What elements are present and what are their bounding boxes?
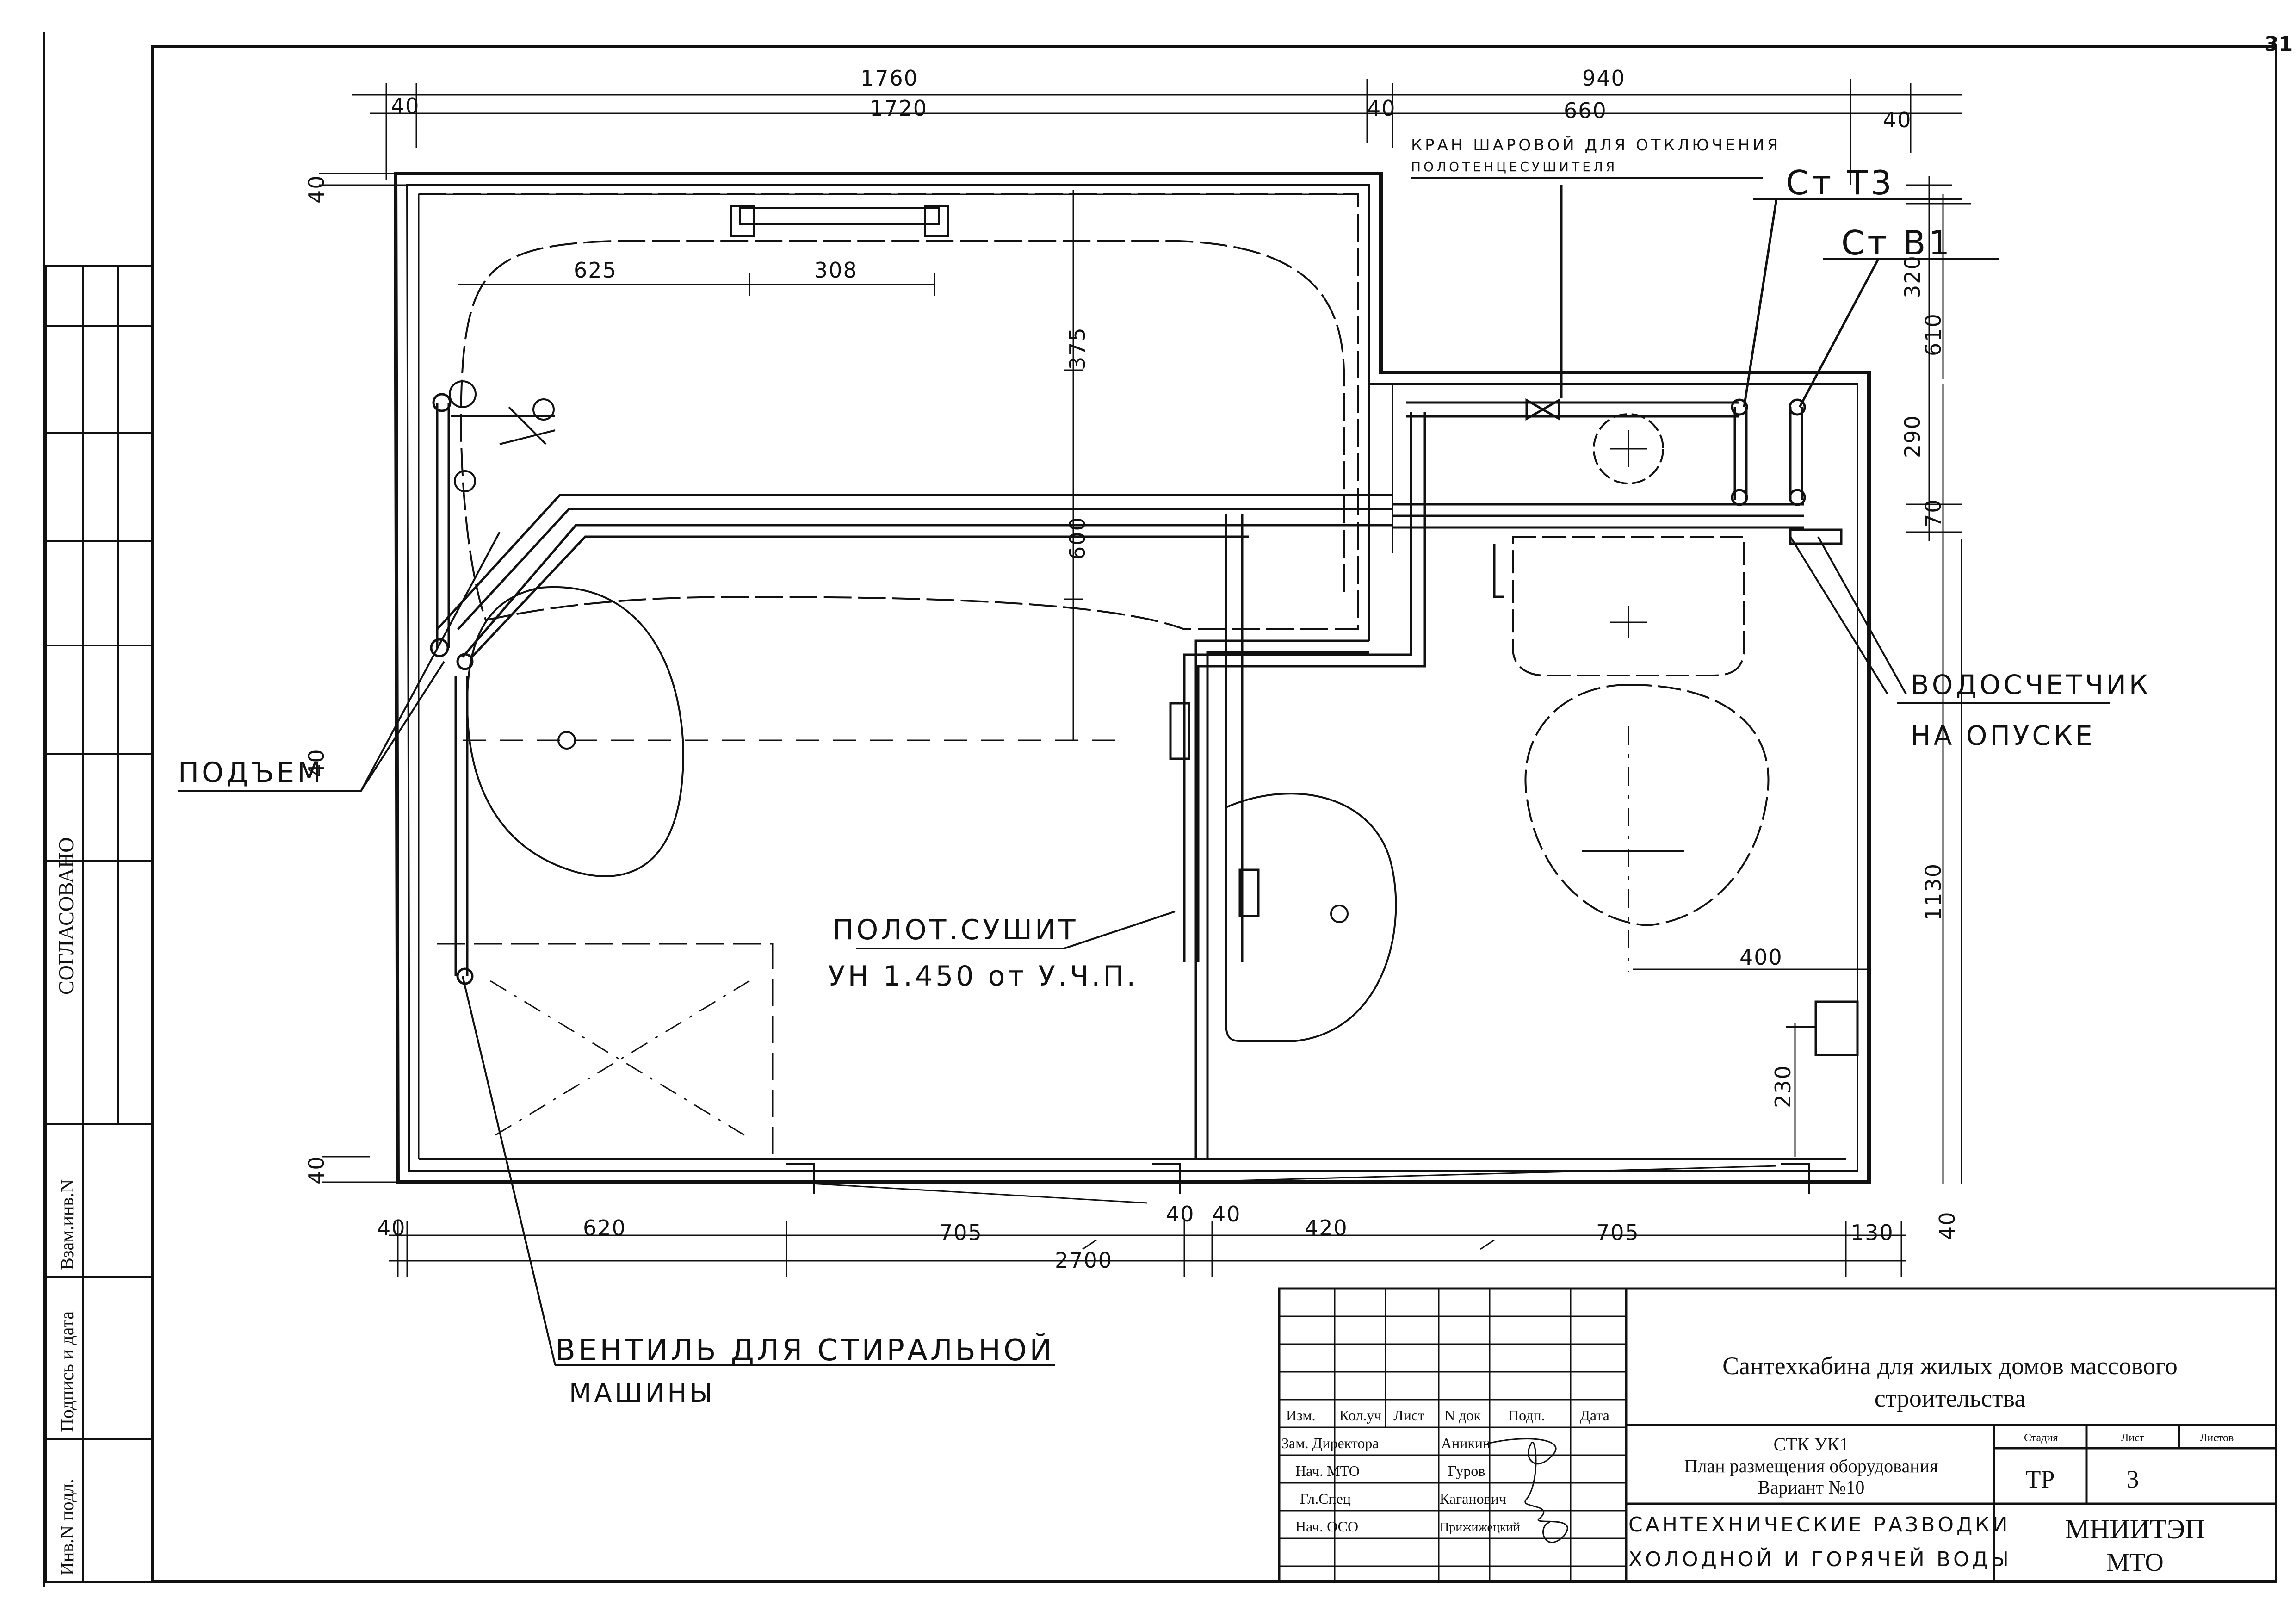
wall-outline bbox=[393, 172, 1871, 1184]
dim-940: 940 bbox=[1582, 66, 1626, 91]
dim-660: 660 bbox=[1564, 98, 1607, 123]
washer-valve-line2: МАШИНЫ bbox=[569, 1378, 715, 1408]
dim-40-top-right: 40 bbox=[1883, 107, 1912, 132]
sheet-title-line1: САНТЕХНИЧЕСКИЕ РАЗВОДКИ bbox=[1628, 1513, 2011, 1537]
project-title-line1: Сантехкабина для жилых домов массового bbox=[1722, 1352, 2178, 1380]
annotations: КРАН ШАРОВОЙ ДЛЯ ОТКЛЮЧЕНИЯ ПОЛОТЕНЦЕСУШ… bbox=[178, 136, 2151, 1408]
original-inventory-label: Инв.N подл. bbox=[56, 1479, 77, 1575]
dim-130: 130 bbox=[1850, 1220, 1894, 1245]
name-gurov: Гуров bbox=[1448, 1463, 1485, 1479]
name-prizhizhetsky: Прижижецкий bbox=[1440, 1520, 1520, 1535]
dim-705-b: 705 bbox=[1596, 1220, 1640, 1245]
title-block-text: Изм. Кол.уч Лист N док Подп. Дата Зам. Д… bbox=[1281, 1352, 2234, 1577]
signature-marks bbox=[1487, 1438, 1568, 1543]
valve-note-line1: КРАН ШАРОВОЙ ДЛЯ ОТКЛЮЧЕНИЯ bbox=[1411, 136, 1781, 155]
riser-b1-label: Ст В1 bbox=[1841, 223, 1952, 262]
riser-t3-label: Ст Т3 bbox=[1786, 163, 1894, 202]
stage-value: ТР bbox=[2025, 1465, 2055, 1493]
dim-70: 70 bbox=[1921, 498, 1946, 527]
washbasin-small bbox=[1225, 793, 1397, 1042]
paper-holder bbox=[1814, 1000, 1859, 1056]
dim-40-right: 40 bbox=[1935, 1211, 1960, 1240]
dim-40-top-left: 40 bbox=[391, 93, 420, 118]
water-meter bbox=[1789, 528, 1843, 545]
dim-40-top-mid: 40 bbox=[1367, 96, 1396, 121]
role-deputy-director: Зам. Директора bbox=[1281, 1435, 1379, 1451]
floor-plan bbox=[319, 172, 1907, 1366]
sheets-label: Листов bbox=[2200, 1432, 2234, 1444]
drawing-title-line2: Вариант №10 bbox=[1758, 1477, 1865, 1498]
sheet-title-line2: ХОЛОДНОЙ И ГОРЯЧЕЙ ВОДЫ bbox=[1628, 1547, 2011, 1571]
towel-dryer-line2: УН 1.450 от У.Ч.П. bbox=[828, 960, 1138, 992]
sheet-value: 3 bbox=[2127, 1465, 2139, 1493]
dim-625: 625 bbox=[574, 258, 617, 283]
approval-strip bbox=[45, 265, 154, 1583]
toilet-bowl bbox=[1524, 683, 1770, 927]
dim-230: 230 bbox=[1770, 1065, 1795, 1108]
drawing-code: СТК УК1 bbox=[1774, 1434, 1849, 1455]
dim-290: 290 bbox=[1900, 415, 1925, 458]
role-head-oso: Нач. ОСО bbox=[1295, 1518, 1358, 1535]
sheet-number: 31 bbox=[2265, 32, 2293, 56]
dim-2700: 2700 bbox=[1055, 1248, 1113, 1273]
dim-620: 620 bbox=[583, 1215, 626, 1240]
dim-420: 420 bbox=[1305, 1215, 1348, 1240]
name-anikin: Аникин bbox=[1441, 1435, 1491, 1451]
dim-375: 375 bbox=[1065, 327, 1090, 370]
water-meter-label-line2: НА ОПУСКЕ bbox=[1911, 720, 2095, 751]
washbasin-large bbox=[466, 586, 684, 877]
th-podp: Подп. bbox=[1508, 1407, 1545, 1424]
dim-1130: 1130 bbox=[1921, 863, 1946, 921]
role-head-mto: Нач. МТО bbox=[1295, 1463, 1360, 1479]
dim-1720: 1720 bbox=[870, 96, 928, 121]
riser-up-label: ПОДЪЕМ bbox=[178, 756, 324, 789]
th-kol-uch: Кол.уч bbox=[1339, 1407, 1381, 1424]
ball-valve bbox=[1525, 398, 1560, 421]
signature-date-label: Подпись и дата bbox=[56, 1311, 77, 1432]
dim-40-bottom-b: 40 bbox=[1166, 1202, 1195, 1227]
dim-705-a: 705 bbox=[939, 1220, 983, 1245]
dim-1760: 1760 bbox=[860, 66, 918, 91]
title-block bbox=[1278, 1287, 2277, 1583]
towel-dryer-line1: ПОЛОТ.СУШИТ bbox=[833, 914, 1078, 946]
role-chief-specialist: Гл.Спец bbox=[1300, 1490, 1351, 1507]
dim-600: 600 bbox=[1065, 516, 1090, 560]
partition-wall bbox=[1194, 639, 1369, 1160]
dim-40-bottom-a: 40 bbox=[377, 1215, 406, 1240]
name-kaganovich: Каганович bbox=[1440, 1490, 1506, 1507]
sheet-label: Лист bbox=[2121, 1432, 2145, 1444]
dim-610: 610 bbox=[1921, 313, 1946, 356]
dim-40-left-bottom: 40 bbox=[304, 1155, 329, 1184]
dim-40-bottom-c: 40 bbox=[1212, 1202, 1241, 1227]
stage-label: Стадия bbox=[2024, 1432, 2058, 1444]
dimension-texts: 1760 940 40 1720 40 660 40 40 625 308 37… bbox=[304, 66, 1960, 1273]
water-meter-label-line1: ВОДОСЧЕТЧИК bbox=[1911, 669, 2151, 700]
th-data: Дата bbox=[1580, 1407, 1609, 1424]
dim-308: 308 bbox=[814, 258, 858, 283]
water-pipes bbox=[436, 401, 1804, 976]
valve-note-line2: ПОЛОТЕНЦЕСУШИТЕЛЯ bbox=[1411, 159, 1617, 174]
toilet-cistern bbox=[1512, 536, 1745, 676]
agreed-label: СОГЛАСОВАНО bbox=[54, 837, 78, 995]
dim-40-left-side: 40 bbox=[304, 748, 329, 777]
org-line2: МТО bbox=[2106, 1548, 2164, 1577]
washer-valve-line1: ВЕНТИЛЬ ДЛЯ СТИРАЛЬНОЙ bbox=[555, 1333, 1054, 1368]
dimension-lines bbox=[319, 79, 1971, 1277]
th-izm: Изм. bbox=[1286, 1407, 1316, 1424]
project-title-line2: строительства bbox=[1875, 1384, 2026, 1412]
th-n-dok: N док bbox=[1444, 1407, 1481, 1424]
drawing-title-line1: План размещения оборудования bbox=[1684, 1456, 1938, 1476]
bathtub bbox=[419, 193, 1359, 630]
org-line1: МНИИТЭП bbox=[2065, 1514, 2205, 1544]
dim-400: 400 bbox=[1739, 945, 1783, 970]
replaced-inventory-label: Взам.инв.N bbox=[56, 1179, 77, 1270]
dim-40-left-top: 40 bbox=[304, 174, 329, 204]
th-list: Лист bbox=[1393, 1407, 1424, 1424]
dim-320: 320 bbox=[1900, 255, 1925, 298]
